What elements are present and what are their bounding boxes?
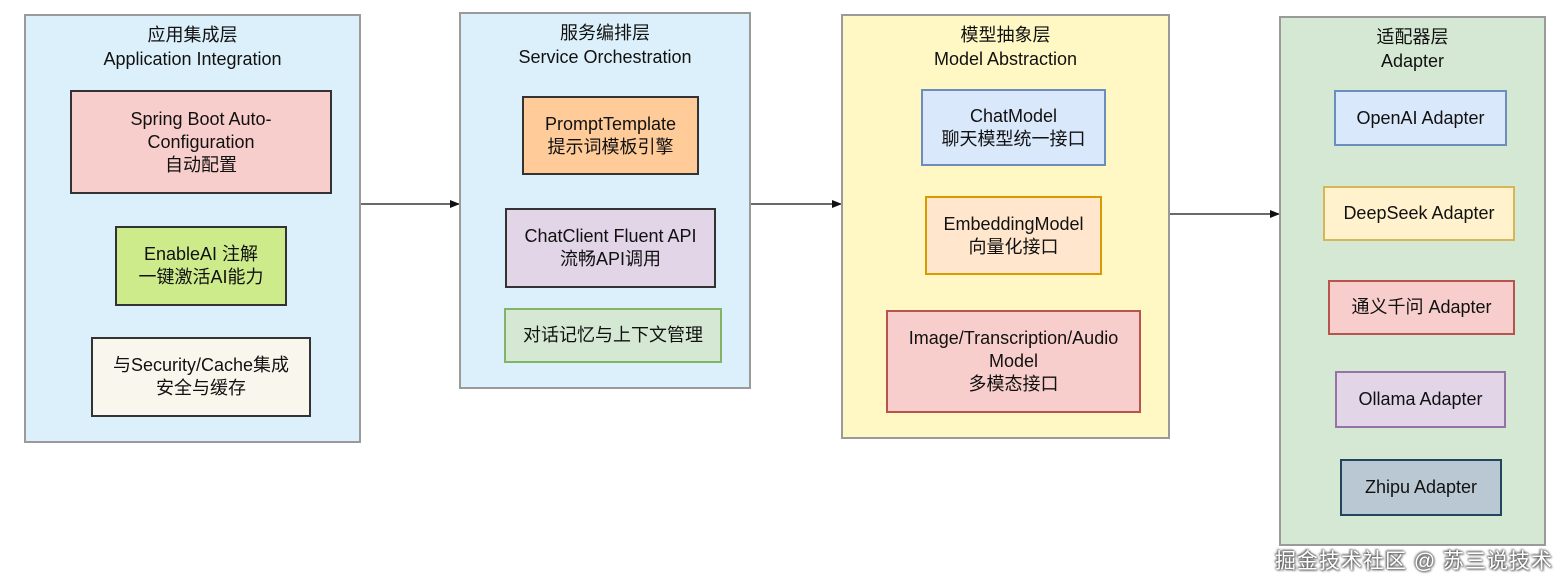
- node-spring-boot-auto-config: Spring Boot Auto- Configuration 自动配置: [70, 90, 332, 194]
- layer-title-cn: 应用集成层: [147, 25, 238, 45]
- node-ollama-adapter: Ollama Adapter: [1335, 371, 1506, 428]
- node-chat-model: ChatModel 聊天模型统一接口: [921, 89, 1106, 166]
- node-prompt-template: PromptTemplate 提示词模板引擎: [522, 96, 699, 175]
- node-chatclient-fluent-api: ChatClient Fluent API 流畅API调用: [505, 208, 716, 288]
- layer-title-en: Adapter: [1380, 51, 1445, 71]
- node-deepseek-adapter: DeepSeek Adapter: [1323, 186, 1515, 241]
- layer-title-en: Application Integration: [103, 49, 282, 69]
- node-conversation-memory: 对话记忆与上下文管理: [504, 308, 722, 363]
- layer-title-en: Service Orchestration: [518, 47, 692, 67]
- node-multimodal-model: Image/Transcription/Audio Model 多模态接口: [886, 310, 1141, 413]
- layer-title-cn: 模型抽象层: [960, 25, 1051, 45]
- node-security-cache-integration: 与Security/Cache集成 安全与缓存: [91, 337, 311, 417]
- watermark: 掘金技术社区 @ 苏三说技术: [1275, 550, 1553, 573]
- node-enable-ai-annotation: EnableAI 注解 一键激活AI能力: [115, 226, 287, 306]
- layer-title-cn: 适配器层: [1376, 27, 1449, 47]
- layer-title-en: Model Abstraction: [933, 49, 1078, 69]
- layer-title-cn: 服务编排层: [560, 23, 650, 43]
- node-embedding-model: EmbeddingModel 向量化接口: [925, 196, 1102, 275]
- node-openai-adapter: OpenAI Adapter: [1334, 90, 1507, 146]
- node-zhipu-adapter: Zhipu Adapter: [1340, 459, 1502, 516]
- node-tongyi-adapter: 通义千问 Adapter: [1328, 280, 1515, 335]
